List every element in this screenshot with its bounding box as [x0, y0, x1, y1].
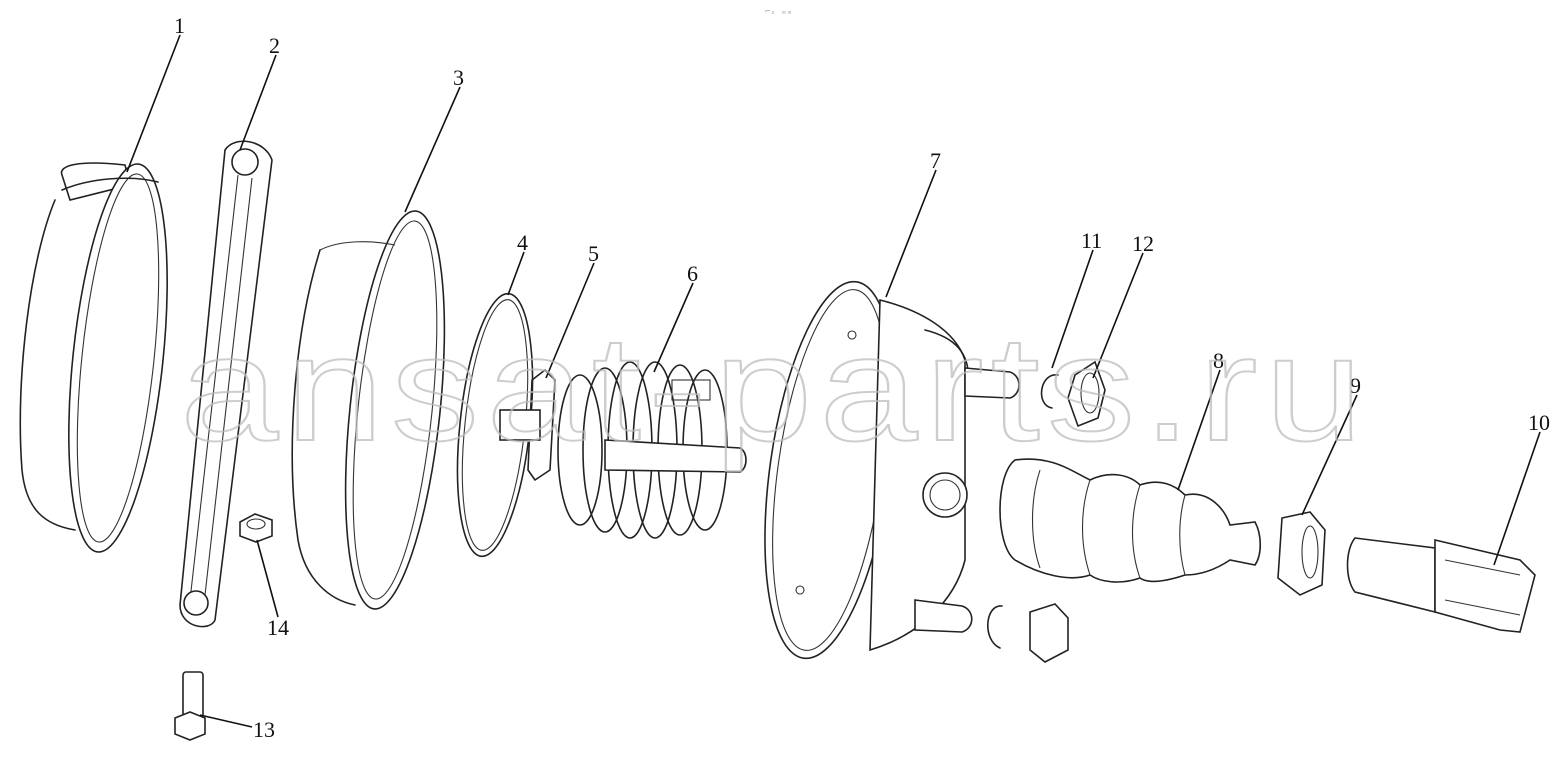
top-mark: ⌐ₓ ₘₘ [765, 7, 792, 17]
label-14: 14 [267, 615, 289, 640]
label-12: 12 [1132, 231, 1154, 256]
label-13: 13 [253, 717, 275, 742]
part-11-retaining-clip [1040, 374, 1059, 409]
part-5-push-plate [499, 369, 556, 481]
watermark: ansat-parts.ru [180, 304, 1370, 472]
label-5: 5 [588, 241, 599, 266]
lower-clip-and-nut [987, 603, 1069, 663]
part-7-housing [764, 280, 1020, 660]
label-6: 6 [687, 261, 698, 286]
part-6-return-spring [557, 361, 747, 539]
part-12-nut-upper [1067, 360, 1106, 428]
part-3-diaphragm [291, 210, 446, 610]
part-labels: 1 2 3 4 5 6 7 8 9 10 11 12 13 14 [174, 13, 1550, 742]
part-1-end-cover [19, 162, 168, 553]
part-2-clamp-band [179, 140, 273, 628]
label-7: 7 [930, 148, 941, 173]
label-9: 9 [1350, 373, 1361, 398]
label-10: 10 [1528, 410, 1550, 435]
label-3: 3 [453, 65, 464, 90]
part-9-lock-nut [1277, 511, 1326, 596]
part-8-rubber-boot [999, 458, 1262, 583]
part-13-bolt [174, 671, 206, 741]
part-14-small-nut [239, 513, 273, 543]
leader-lines [126, 34, 1541, 728]
label-11: 11 [1081, 228, 1102, 253]
label-4: 4 [517, 230, 528, 255]
label-2: 2 [269, 33, 280, 58]
label-1: 1 [174, 13, 185, 38]
part-10-clevis [1346, 537, 1536, 633]
label-8: 8 [1213, 348, 1224, 373]
